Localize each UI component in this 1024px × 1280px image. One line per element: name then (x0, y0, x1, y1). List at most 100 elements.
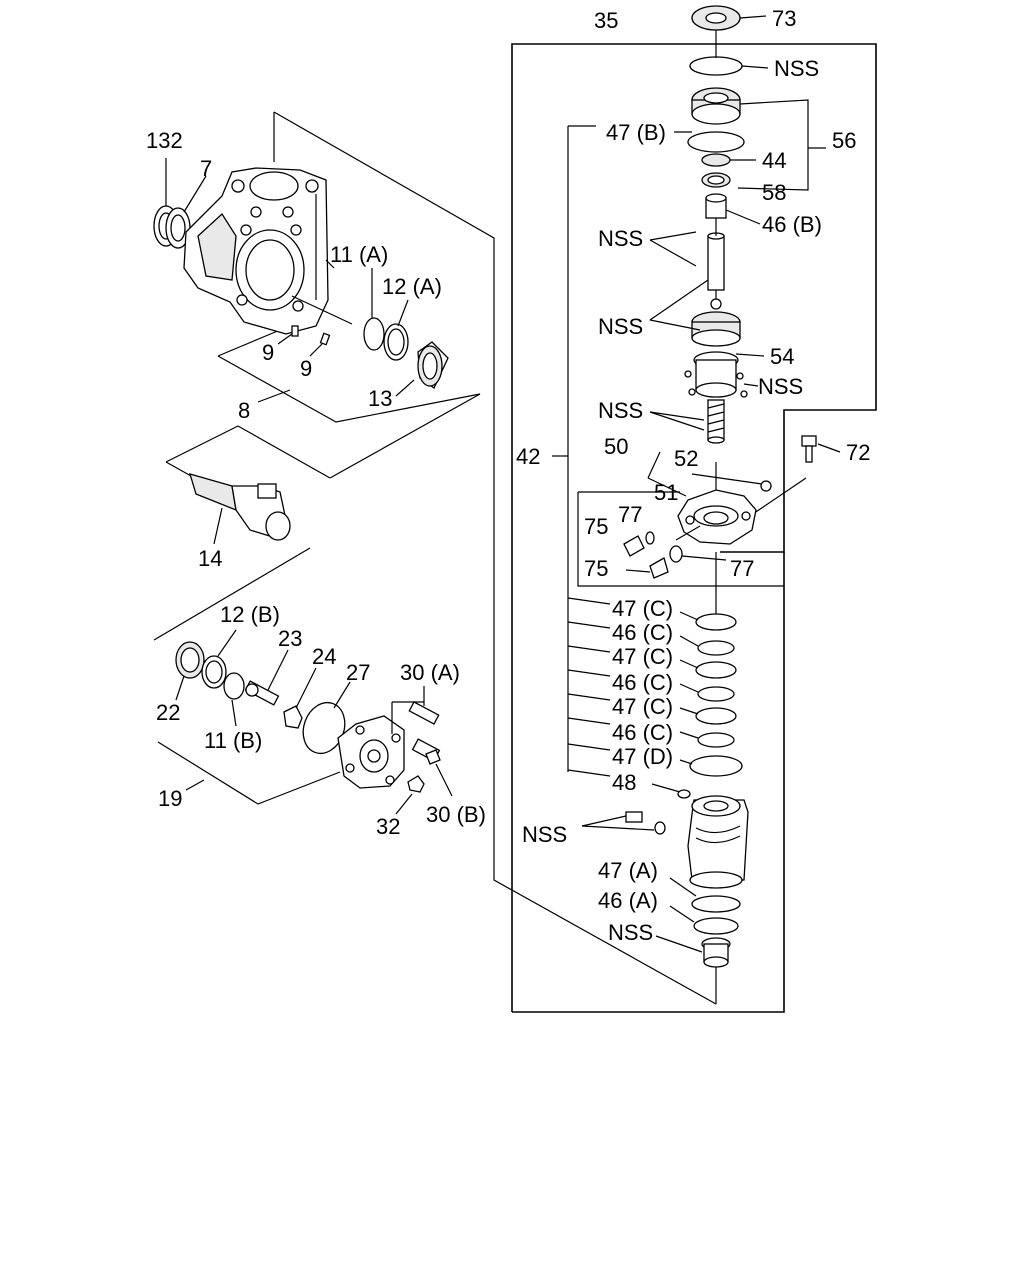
label-nss-4: NSS (758, 374, 803, 399)
label-47c-1: 47 (C) (612, 596, 673, 621)
label-30a: 30 (A) (400, 660, 460, 685)
label-48: 48 (612, 770, 636, 795)
callout-labels: 132 7 11 (A) 12 (A) 9 9 8 13 14 12 (B) 2… (146, 6, 870, 945)
seal-ring-7 (165, 207, 191, 249)
label-75b: 75 (584, 556, 608, 581)
label-77a: 77 (618, 502, 642, 527)
screw-52 (760, 480, 772, 492)
label-22: 22 (156, 700, 180, 725)
label-9a: 9 (262, 340, 274, 365)
label-58: 58 (762, 180, 786, 205)
label-12b: 12 (B) (220, 602, 280, 627)
label-51: 51 (654, 480, 678, 505)
label-132: 132 (146, 128, 183, 153)
label-14: 14 (198, 546, 222, 571)
o-ring-47b (687, 131, 745, 153)
snap-ring-nss-top (689, 56, 743, 76)
washer-77b (669, 545, 683, 563)
label-46b: 46 (B) (762, 212, 822, 237)
nut-32 (407, 775, 425, 793)
spool-46b (705, 193, 727, 219)
label-13: 13 (368, 386, 392, 411)
label-47b: 47 (B) (606, 120, 666, 145)
input-shaft (707, 232, 725, 310)
label-42: 42 (516, 444, 540, 469)
label-24: 24 (312, 644, 336, 669)
label-47c-2: 47 (C) (612, 644, 673, 669)
label-75a: 75 (584, 514, 608, 539)
seal-12b (201, 655, 227, 689)
label-12a: 12 (A) (382, 274, 442, 299)
label-nss-6: NSS (522, 822, 567, 847)
cylinder-body (687, 795, 749, 889)
side-cover (337, 715, 405, 789)
label-46c-2: 46 (C) (612, 670, 673, 695)
bracket-8 (217, 329, 481, 423)
lock-nut-24 (283, 705, 303, 729)
valve-housing-51 (677, 489, 757, 545)
ring-stack-47c-46c (689, 613, 743, 777)
dust-seal-73 (691, 5, 741, 31)
label-27: 27 (346, 660, 370, 685)
label-30b: 30 (B) (426, 802, 486, 827)
label-50: 50 (604, 434, 628, 459)
gear-housing (183, 167, 335, 335)
label-46c-3: 46 (C) (612, 720, 673, 745)
label-47d: 47 (D) (612, 744, 673, 769)
bearing-22 (175, 641, 205, 679)
adjust-screw-23 (244, 680, 280, 706)
seal-44 (701, 153, 731, 167)
end-plug-nss (701, 937, 731, 968)
bracket-19 (153, 547, 341, 805)
label-46a: 46 (A) (598, 888, 658, 913)
o-ring-47a (691, 895, 741, 913)
label-8: 8 (238, 398, 250, 423)
label-46c-1: 46 (C) (612, 620, 673, 645)
sector-shaft-14 (189, 473, 291, 541)
label-11a: 11 (A) (330, 242, 388, 267)
label-9b: 9 (300, 356, 312, 381)
group-outline-42 (511, 43, 877, 1013)
snap-ring-11a (363, 317, 385, 351)
snap-ring-11b (223, 672, 245, 700)
bearing-13 (417, 341, 449, 389)
washer-77a (645, 531, 655, 545)
torsion-bar (707, 399, 725, 444)
label-52: 52 (674, 446, 698, 471)
label-nss-2: NSS (598, 226, 643, 251)
label-nss-3: NSS (598, 314, 643, 339)
label-32: 32 (376, 814, 400, 839)
label-19: 19 (158, 786, 182, 811)
housing-cap-56 (691, 87, 741, 125)
label-77b: 77 (730, 556, 754, 581)
fitting-30b (411, 738, 441, 765)
label-7: 7 (200, 156, 212, 181)
nss-label-leaders-col (567, 597, 699, 793)
label-nss-1: NSS (774, 56, 819, 81)
label-11b: 11 (B) (204, 728, 262, 753)
label-47c-3: 47 (C) (612, 694, 673, 719)
seal-46a (693, 917, 739, 935)
label-nss-7: NSS (608, 920, 653, 945)
label-72: 72 (846, 440, 870, 465)
label-54: 54 (770, 344, 794, 369)
label-35: 35 (594, 8, 618, 33)
fitting-75b (649, 557, 669, 579)
ring-48 (677, 789, 691, 799)
bearing-58 (701, 172, 731, 188)
label-56: 56 (832, 128, 856, 153)
label-23: 23 (278, 626, 302, 651)
nss-screw-lower (625, 811, 666, 835)
label-nss-5: NSS (598, 398, 643, 423)
label-44: 44 (762, 148, 786, 173)
label-73: 73 (772, 6, 796, 31)
fitting-30a (408, 701, 440, 725)
bolt-9-a (291, 325, 299, 337)
bolt-9-b (319, 332, 331, 346)
label-47a: 47 (A) (598, 858, 658, 883)
plug-72 (801, 435, 817, 463)
seal-12a (383, 323, 409, 361)
valve-body-54 (684, 311, 748, 398)
fitting-75a (623, 535, 645, 557)
